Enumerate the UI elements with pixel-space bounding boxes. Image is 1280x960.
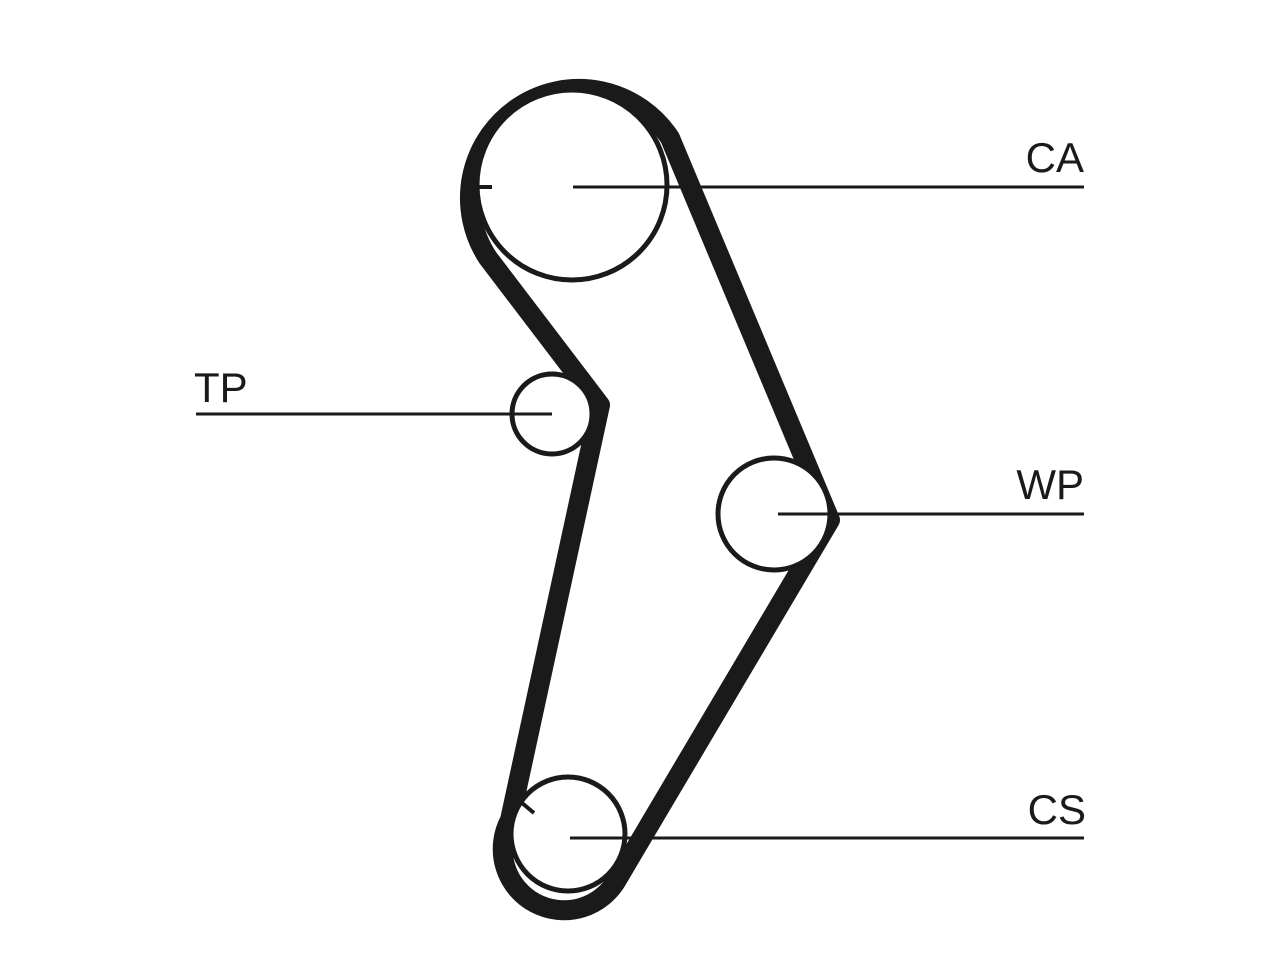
camshaft-label: CA [1026, 134, 1084, 181]
camshaft-pulley [474, 87, 670, 283]
crankshaft-label: CS [1028, 786, 1086, 833]
crankshaft-pulley [508, 774, 628, 894]
crankshaft-timing-mark [520, 801, 536, 815]
tensioner-label: TP [194, 364, 248, 411]
water-pump-label: WP [1016, 461, 1084, 508]
